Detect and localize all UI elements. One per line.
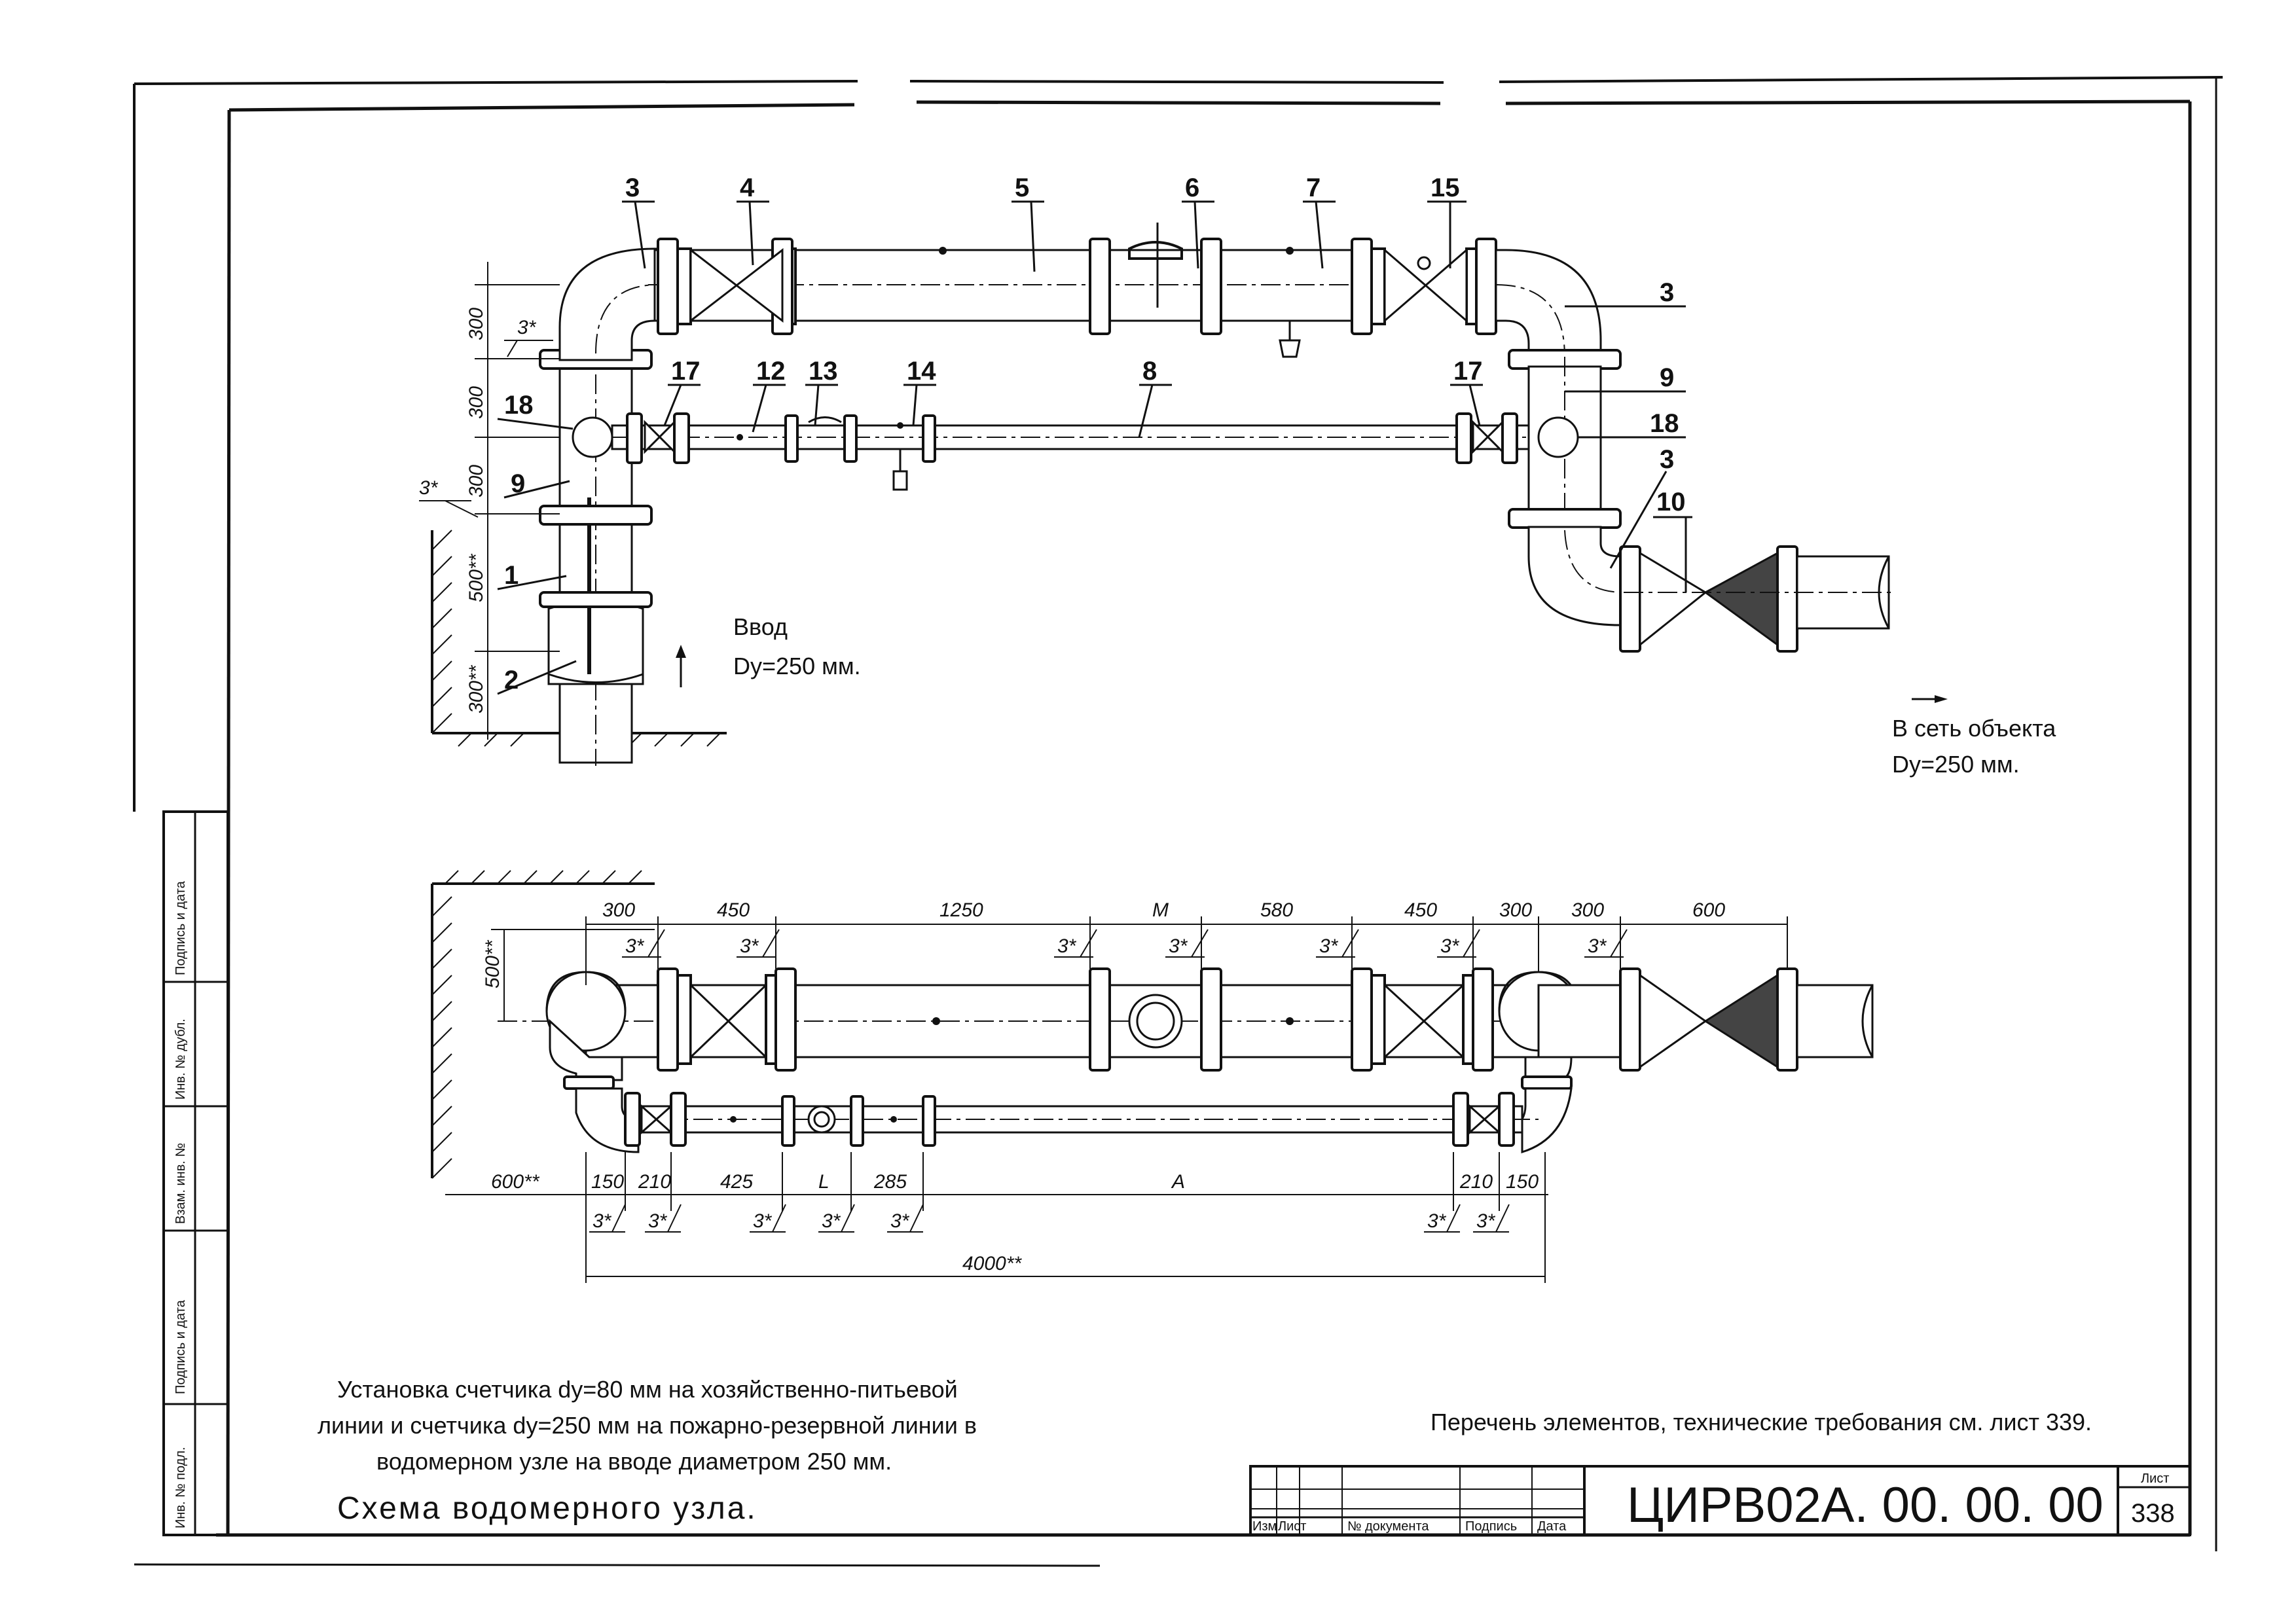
plan-dimensions-bottom: 600** 150 210 425 L 285 A 210 150 3* 3* …: [445, 1152, 1548, 1283]
side-stamp-2: Инв. № дубл.: [173, 1019, 188, 1100]
elevation-view: 3 4 5 6 7 15 3 9 18 3: [419, 173, 2056, 778]
item-label-7: 7: [1306, 173, 1321, 202]
weld-mark-plan-b7: 3*: [1476, 1210, 1496, 1232]
weld-mark-elev-b: 3*: [419, 477, 439, 499]
dim-plan-600: 600: [1692, 899, 1725, 921]
item-label-3-top: 3: [625, 173, 640, 202]
item-label-18-left: 18: [504, 391, 534, 420]
inlet-label: Ввод: [733, 613, 788, 640]
weld-mark-plan-2: 3*: [740, 935, 759, 957]
dim-plan-450-a: 450: [717, 899, 750, 921]
item-label-4: 4: [740, 173, 755, 202]
dim-plan-285: 285: [873, 1171, 907, 1193]
weld-mark-plan-7: 3*: [1588, 935, 1607, 957]
item-label-8: 8: [1142, 357, 1157, 386]
dim-left-300-d: 300**: [465, 664, 487, 713]
stamp-col-date: Дата: [1537, 1519, 1567, 1534]
dim-left-500: 500**: [465, 553, 487, 602]
weld-mark-plan-1: 3*: [625, 935, 645, 957]
dim-plan-300-c: 300: [1571, 899, 1604, 921]
weld-mark-plan-b3: 3*: [753, 1210, 773, 1232]
side-stamp-4: Подпись и дата: [173, 1299, 188, 1394]
sheet-label: Лист: [2141, 1471, 2169, 1486]
weld-mark-plan-b5: 3*: [890, 1210, 910, 1232]
dim-plan-l: L: [818, 1171, 829, 1193]
sheet-number: 338: [2131, 1499, 2175, 1528]
dim-plan-425: 425: [720, 1171, 753, 1193]
item-label-17-right: 17: [1453, 357, 1483, 386]
side-stamp-1: Подпись и дата: [173, 880, 188, 975]
item-label-18-right: 18: [1650, 409, 1679, 438]
outlet-diameter: Dy=250 мм.: [1892, 751, 2020, 778]
dim-plan-1250: 1250: [939, 899, 983, 921]
stamp-col-list: Лист: [1278, 1519, 1306, 1534]
item-label-5: 5: [1015, 173, 1029, 202]
dim-plan-210-a: 210: [638, 1171, 671, 1193]
item-label-2: 2: [504, 666, 519, 695]
diagram-title: Схема водомерного узла.: [337, 1491, 757, 1526]
item-label-12: 12: [756, 357, 786, 386]
document-designation: ЦИРВ02А. 00. 00. 00: [1627, 1477, 2104, 1533]
description-line-3: водомерном узле на вводе диаметром 250 м…: [376, 1448, 892, 1475]
item-label-17-left: 17: [671, 357, 701, 386]
dim-plan-600-wall: 600**: [491, 1171, 540, 1193]
item-label-9-right: 9: [1660, 363, 1674, 392]
description-line-1: Установка счетчика dy=80 мм на хозяйстве…: [337, 1376, 958, 1403]
dim-left-300-c: 300: [465, 465, 487, 497]
dim-left-300-b: 300: [465, 386, 487, 419]
inlet-diameter: Dy=250 мм.: [733, 653, 861, 679]
outlet-label: В сеть объекта: [1892, 715, 2056, 742]
weld-mark-plan-6: 3*: [1440, 935, 1460, 957]
weld-mark-plan-b4: 3*: [822, 1210, 841, 1232]
stamp-col-izm: Изм: [1252, 1519, 1277, 1534]
title-block: Изм Лист № документа Подпись Дата ЦИРВ02…: [1249, 1465, 2191, 1536]
description-line-2: линии и счетчика dy=250 мм на пожарно-ре…: [318, 1412, 977, 1439]
dim-plan-a: A: [1171, 1171, 1185, 1193]
dim-left-300-a: 300: [465, 308, 487, 340]
side-stamp-5: Инв. № подл.: [173, 1447, 188, 1528]
item-label-10: 10: [1656, 488, 1686, 516]
dim-plan-500: 500**: [482, 939, 503, 988]
dim-plan-4000: 4000**: [962, 1253, 1022, 1274]
weld-mark-plan-b6: 3*: [1427, 1210, 1447, 1232]
weld-mark-plan-b1: 3*: [592, 1210, 612, 1232]
item-callouts-elevation: 3 4 5 6 7 15 3 9 18 3: [497, 173, 1692, 695]
item-label-3-right: 3: [1660, 278, 1674, 307]
dim-plan-450-b: 450: [1404, 899, 1437, 921]
dim-plan-150-a: 150: [591, 1171, 624, 1193]
reference-note: Перечень элементов, технические требован…: [1430, 1409, 2092, 1435]
item-label-14: 14: [907, 357, 936, 386]
dim-plan-m: M: [1152, 899, 1169, 921]
plan-view: 300 450 1250 M 580 450 300 300 600 3* 3*…: [431, 870, 1874, 1283]
weld-mark-elev-a: 3*: [517, 317, 537, 338]
dim-plan-150-b: 150: [1506, 1171, 1539, 1193]
weld-mark-plan-4: 3*: [1169, 935, 1188, 957]
dim-plan-210-b: 210: [1459, 1171, 1493, 1193]
dim-plan-300-a: 300: [602, 899, 635, 921]
side-stamp: Подпись и дата Инв. № дубл. Взам. инв. №…: [162, 810, 229, 1536]
stamp-col-sign: Подпись: [1465, 1519, 1517, 1534]
item-label-15: 15: [1430, 173, 1460, 202]
item-label-13: 13: [809, 357, 838, 386]
dim-plan-300-b: 300: [1499, 899, 1532, 921]
item-label-3-right-b: 3: [1660, 445, 1674, 474]
dim-plan-580: 580: [1260, 899, 1293, 921]
item-label-6: 6: [1185, 173, 1199, 202]
weld-mark-plan-3: 3*: [1057, 935, 1077, 957]
plan-dimensions-top: 300 450 1250 M 580 450 300 300 600 3* 3*…: [482, 899, 1788, 1021]
weld-mark-plan-5: 3*: [1319, 935, 1339, 957]
side-stamp-3: Взам. инв. №: [173, 1143, 188, 1224]
weld-mark-plan-b2: 3*: [648, 1210, 668, 1232]
stamp-col-doc: № документа: [1347, 1519, 1429, 1534]
elevation-dimensions: 300 300 300 500** 300** 3* 3*: [419, 262, 560, 740]
item-label-1: 1: [504, 561, 519, 590]
item-label-9-left: 9: [511, 469, 525, 498]
